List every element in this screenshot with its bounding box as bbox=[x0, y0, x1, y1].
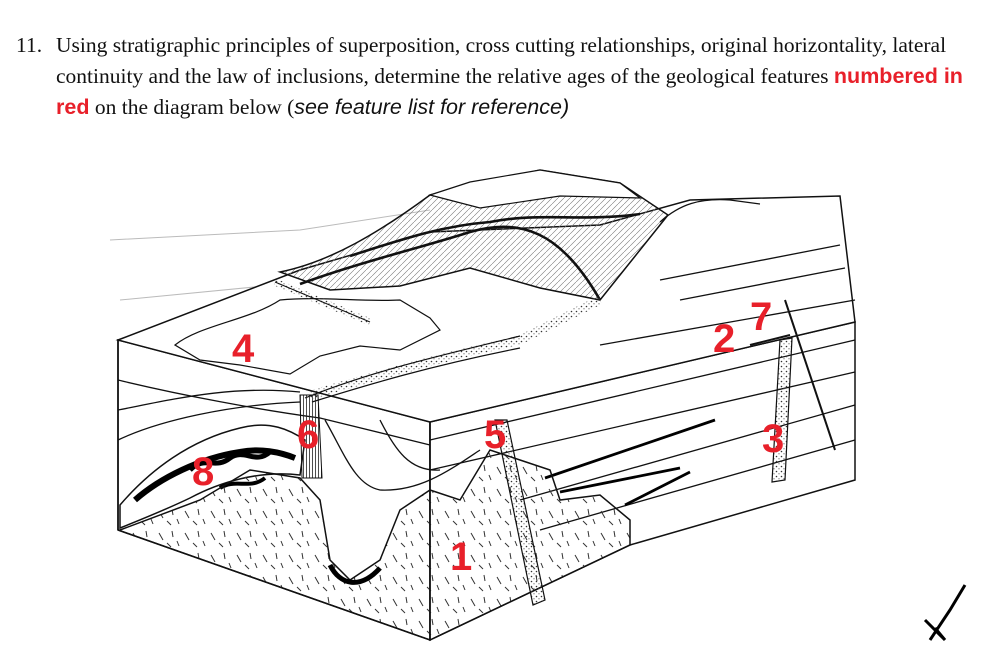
erosion-surface bbox=[324, 419, 481, 491]
surface-dike bbox=[273, 278, 603, 403]
label-1: 1 bbox=[450, 535, 472, 579]
granite-pluton bbox=[117, 449, 631, 641]
question-text: 11. Using stratigraphic principles of su… bbox=[16, 30, 976, 123]
label-2: 2 bbox=[713, 317, 735, 361]
label-6: 6 bbox=[297, 413, 319, 457]
label-3: 3 bbox=[762, 417, 784, 461]
vertical-dike bbox=[494, 419, 546, 606]
feature-labels: 4 2 7 6 5 3 8 1 bbox=[192, 295, 784, 579]
question-number: 11. bbox=[16, 33, 43, 57]
question-text-before: Using stratigraphic principles of superp… bbox=[56, 33, 947, 88]
question-italic-note: see feature list for reference) bbox=[294, 95, 570, 119]
pen-marks bbox=[544, 418, 716, 507]
label-5: 5 bbox=[484, 413, 506, 457]
pen-scribble-icon bbox=[923, 584, 967, 642]
question-body: Using stratigraphic principles of superp… bbox=[16, 30, 976, 123]
question-text-middle: on the diagram below ( bbox=[89, 95, 295, 119]
block-edges bbox=[117, 340, 431, 640]
hatched-dike bbox=[299, 394, 323, 479]
label-4: 4 bbox=[232, 327, 255, 371]
mesa-cliff bbox=[277, 169, 761, 301]
fault-dike bbox=[771, 337, 793, 483]
question-highlight: numbered in red bbox=[56, 64, 963, 119]
fault-line bbox=[749, 299, 836, 451]
label-7: 7 bbox=[750, 295, 772, 339]
label-8: 8 bbox=[192, 450, 214, 494]
